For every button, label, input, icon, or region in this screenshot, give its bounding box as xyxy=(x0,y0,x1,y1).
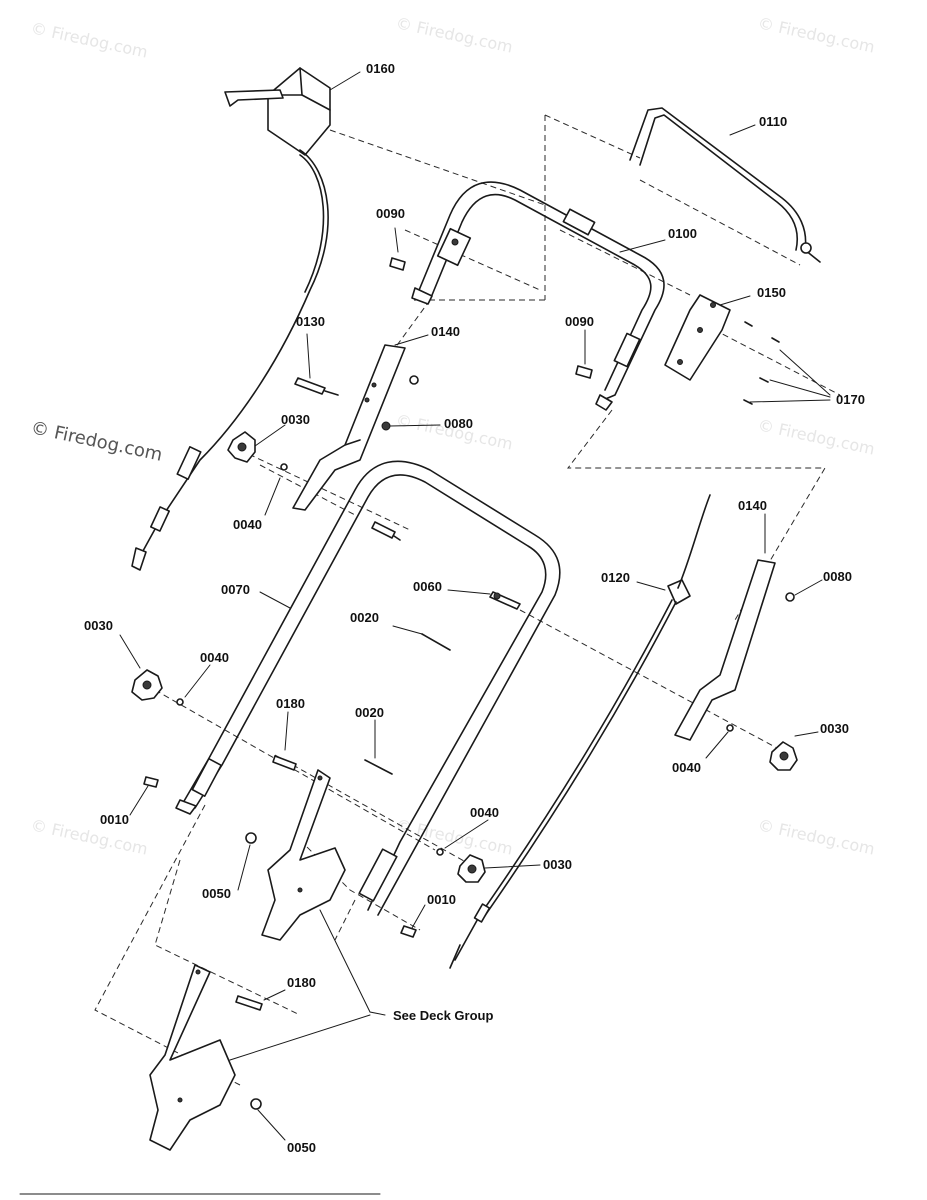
label-0140: 0140 xyxy=(738,498,767,513)
label-see-deck-group: See Deck Group xyxy=(393,1008,493,1023)
label-0020: 0020 xyxy=(350,610,379,625)
label-0020: 0020 xyxy=(355,705,384,720)
handle-bolts-upper xyxy=(389,257,593,379)
label-0090: 0090 xyxy=(565,314,594,329)
label-0050: 0050 xyxy=(202,886,231,901)
right-handle-bracket xyxy=(449,494,776,969)
watermark: © Firedog.com xyxy=(394,13,514,56)
watermark: © Firedog.com xyxy=(756,13,876,56)
watermark-main: © Firedog.com xyxy=(29,417,164,465)
part-labels: 0160 0110 0090 0100 0150 0130 0140 0090 … xyxy=(84,61,865,1155)
upper-handle xyxy=(411,181,665,411)
handle-knobs xyxy=(131,431,798,883)
lower-handle xyxy=(175,460,561,916)
label-0180: 0180 xyxy=(276,696,305,711)
label-0010: 0010 xyxy=(100,812,129,827)
bail-control-housing xyxy=(131,67,331,571)
label-0080: 0080 xyxy=(823,569,852,584)
label-0150: 0150 xyxy=(757,285,786,300)
label-0030: 0030 xyxy=(543,857,572,872)
assembly-lines xyxy=(94,114,841,1086)
height-adjust-bracket-right xyxy=(245,769,346,941)
label-0030: 0030 xyxy=(84,618,113,633)
label-0170: 0170 xyxy=(836,392,865,407)
label-0160: 0160 xyxy=(366,61,395,76)
label-0090: 0090 xyxy=(376,206,405,221)
control-cover xyxy=(664,294,780,405)
label-0180: 0180 xyxy=(287,975,316,990)
label-0010: 0010 xyxy=(427,892,456,907)
watermark: © Firedog.com xyxy=(756,415,876,458)
label-0040: 0040 xyxy=(200,650,229,665)
label-0040: 0040 xyxy=(233,517,262,532)
label-0060: 0060 xyxy=(413,579,442,594)
label-0040: 0040 xyxy=(672,760,701,775)
watermark-group: © Firedog.com © Firedog.com © Firedog.co… xyxy=(29,13,877,858)
label-0040: 0040 xyxy=(470,805,499,820)
label-0130: 0130 xyxy=(296,314,325,329)
label-0120: 0120 xyxy=(601,570,630,585)
left-handle-bracket xyxy=(292,344,419,511)
label-0100: 0100 xyxy=(668,226,697,241)
label-0030: 0030 xyxy=(281,412,310,427)
label-0110: 0110 xyxy=(759,114,787,129)
leader-lines xyxy=(119,71,831,1141)
watermark: © Firedog.com xyxy=(756,815,876,858)
label-0050: 0050 xyxy=(287,1140,316,1155)
label-0070: 0070 xyxy=(221,582,250,597)
operator-bail xyxy=(629,107,821,263)
bolts-and-pins xyxy=(143,521,521,1011)
height-adjust-bracket-left xyxy=(149,964,262,1151)
watermark: © Firedog.com xyxy=(29,815,149,858)
label-0080: 0080 xyxy=(444,416,473,431)
label-0140: 0140 xyxy=(431,324,460,339)
label-0030: 0030 xyxy=(820,721,849,736)
watermark: © Firedog.com xyxy=(29,18,149,61)
